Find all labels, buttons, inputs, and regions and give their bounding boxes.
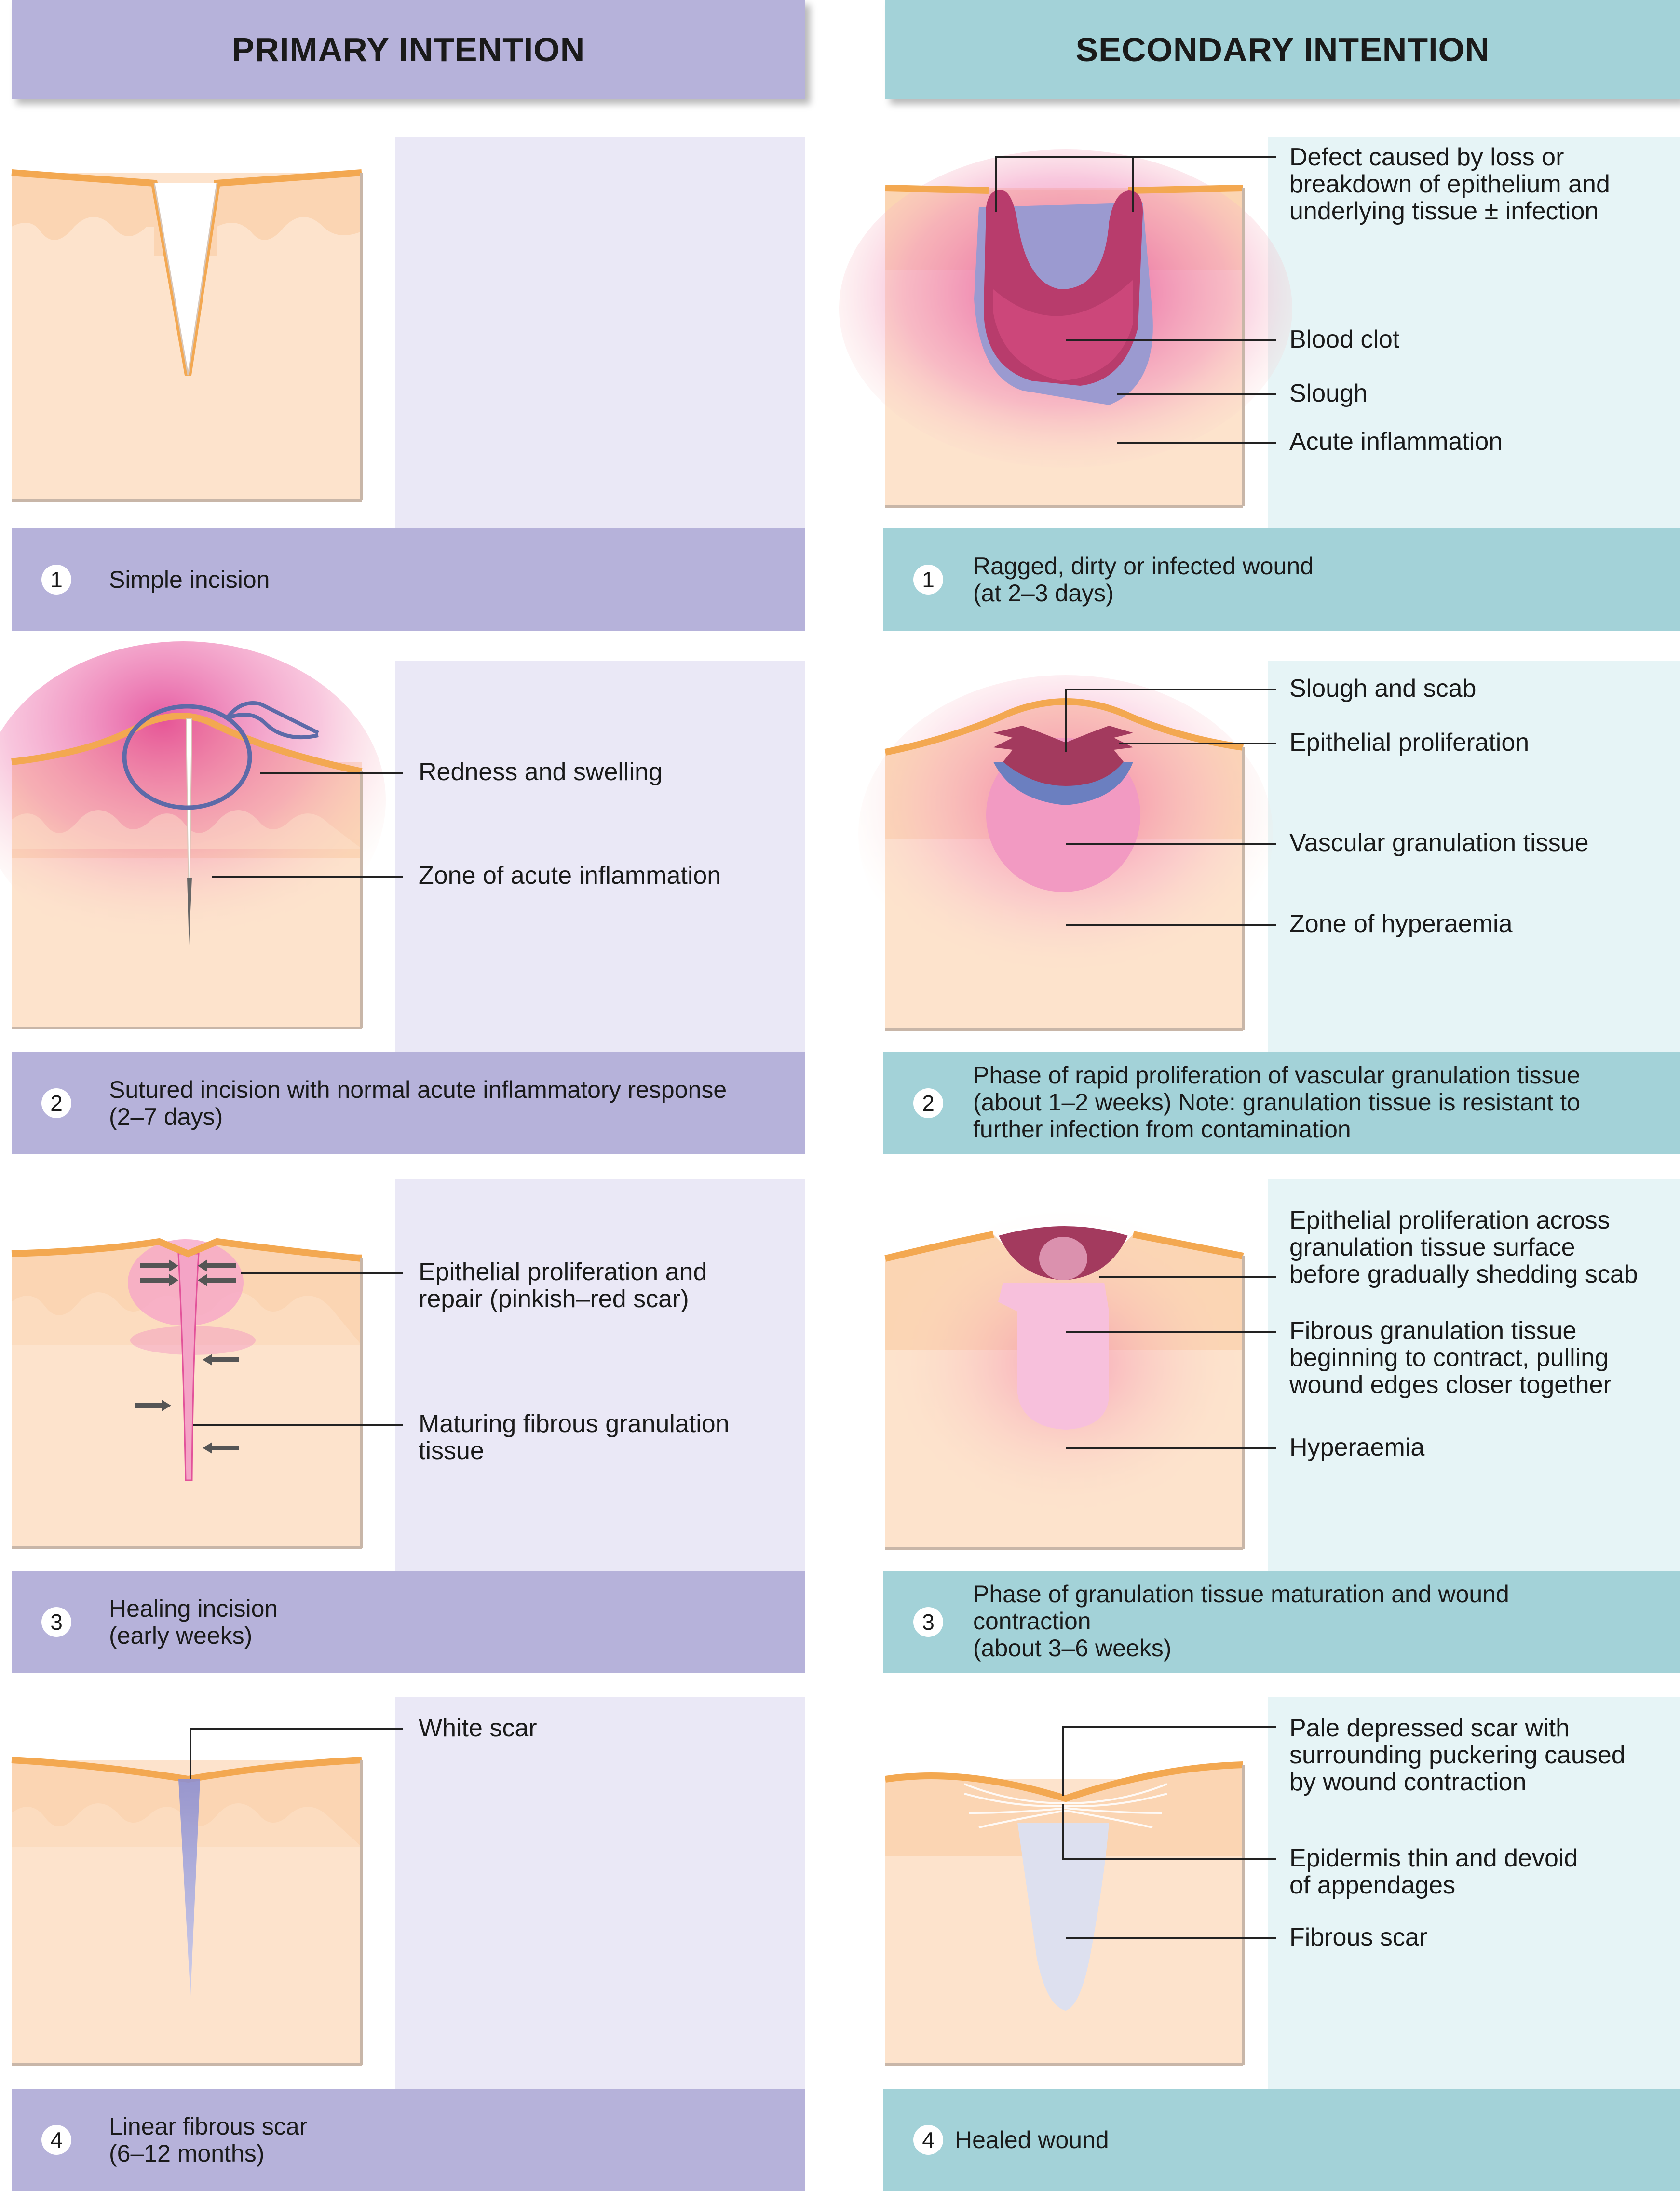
secondary-panel-bg-2 — [1268, 661, 1680, 1052]
label-redness-swelling: Redness and swelling — [419, 758, 663, 786]
primary-panel-bg-2 — [395, 661, 805, 1052]
primary-illustration-4 — [11, 1757, 363, 2066]
step-number-badge: 3 — [913, 1607, 943, 1637]
primary-caption-1: 1 Simple incision — [12, 528, 805, 631]
primary-illustration-2 — [0, 641, 386, 1029]
secondary-illustration-3 — [882, 1210, 1249, 1550]
secondary-panel-bg-4 — [1268, 1697, 1680, 2089]
label-vascular-granulation: Vascular granulation tissue — [1289, 829, 1589, 857]
label-slough-scab: Slough and scab — [1289, 675, 1477, 703]
label-epidermis-thin: Epidermis thin and devoid of appendages — [1289, 1844, 1578, 1899]
label-epithelial-across-surface: Epithelial proliferation across granulat… — [1289, 1206, 1638, 1288]
label-fibrous-scar: Fibrous scar — [1289, 1923, 1428, 1951]
secondary-caption-3: 3 Phase of granulation tissue maturation… — [883, 1571, 1680, 1673]
primary-panel-bg-3 — [395, 1179, 805, 1571]
caption-text: Healing incision (early weeks) — [109, 1595, 278, 1649]
label-acute-inflammation: Acute inflammation — [1289, 428, 1503, 456]
secondary-panel-bg-1 — [1268, 137, 1680, 528]
label-zone-hyperaemia: Zone of hyperaemia — [1289, 910, 1513, 938]
secondary-illustration-1 — [839, 149, 1292, 508]
secondary-caption-1: 1 Ragged, dirty or infected wound (at 2–… — [883, 528, 1680, 631]
primary-illustration-1 — [11, 169, 363, 502]
secondary-caption-4: 4 Healed wound — [883, 2089, 1680, 2191]
label-maturing-fibrous-granulation: Maturing fibrous granulation tissue — [419, 1410, 730, 1465]
label-fibrous-granulation-contract: Fibrous granulation tissue beginning to … — [1289, 1317, 1612, 1399]
caption-text: Simple incision — [109, 566, 270, 593]
label-pale-depressed-scar: Pale depressed scar with surrounding puc… — [1289, 1714, 1626, 1796]
step-number-badge: 3 — [41, 1607, 71, 1637]
caption-text: Ragged, dirty or infected wound (at 2–3 … — [973, 553, 1314, 607]
step-number-badge: 2 — [41, 1088, 71, 1118]
caption-text: Phase of granulation tissue maturation a… — [973, 1581, 1509, 1662]
primary-intention-title: PRIMARY INTENTION — [231, 31, 585, 68]
step-number-badge: 1 — [41, 565, 71, 595]
label-white-scar: White scar — [419, 1714, 537, 1742]
label-epithelial-proliferation: Epithelial proliferation — [1289, 729, 1530, 757]
step-number-badge: 4 — [41, 2125, 71, 2155]
primary-panel-bg-4 — [395, 1697, 805, 2089]
caption-text: Linear fibrous scar (6–12 months) — [109, 2113, 308, 2167]
primary-illustration-3 — [11, 1238, 363, 1549]
primary-caption-4: 4 Linear fibrous scar (6–12 months) — [12, 2089, 805, 2191]
primary-caption-3: 3 Healing incision (early weeks) — [12, 1571, 805, 1673]
secondary-intention-title: SECONDARY INTENTION — [1075, 31, 1490, 68]
step-number-badge: 1 — [913, 565, 943, 595]
step-number-badge: 2 — [913, 1088, 943, 1118]
primary-panel-bg-1 — [395, 137, 805, 528]
caption-text: Phase of rapid proliferation of vascular… — [973, 1062, 1581, 1143]
primary-caption-2: 2 Sutured incision with normal acute inf… — [12, 1052, 805, 1154]
secondary-caption-2: 2 Phase of rapid proliferation of vascul… — [883, 1052, 1680, 1154]
label-zone-acute-inflammation: Zone of acute inflammation — [419, 862, 721, 890]
primary-intention-header: PRIMARY INTENTION — [12, 0, 805, 99]
secondary-illustration-2 — [858, 675, 1273, 1031]
label-blood-clot: Blood clot — [1289, 325, 1400, 353]
label-epithelial-proliferation-repair: Epithelial proliferation and repair (pin… — [419, 1258, 707, 1313]
label-hyperaemia: Hyperaemia — [1289, 1434, 1425, 1461]
secondary-intention-header: SECONDARY INTENTION — [885, 0, 1680, 99]
secondary-illustration-4 — [884, 1761, 1245, 2066]
secondary-panel-bg-3 — [1268, 1179, 1680, 1571]
caption-text: Healed wound — [955, 2126, 1109, 2153]
label-slough: Slough — [1289, 379, 1368, 407]
step-number-badge: 4 — [913, 2125, 943, 2155]
caption-text: Sutured incision with normal acute infla… — [109, 1076, 727, 1130]
label-defect: Defect caused by loss or breakdown of ep… — [1289, 143, 1610, 225]
